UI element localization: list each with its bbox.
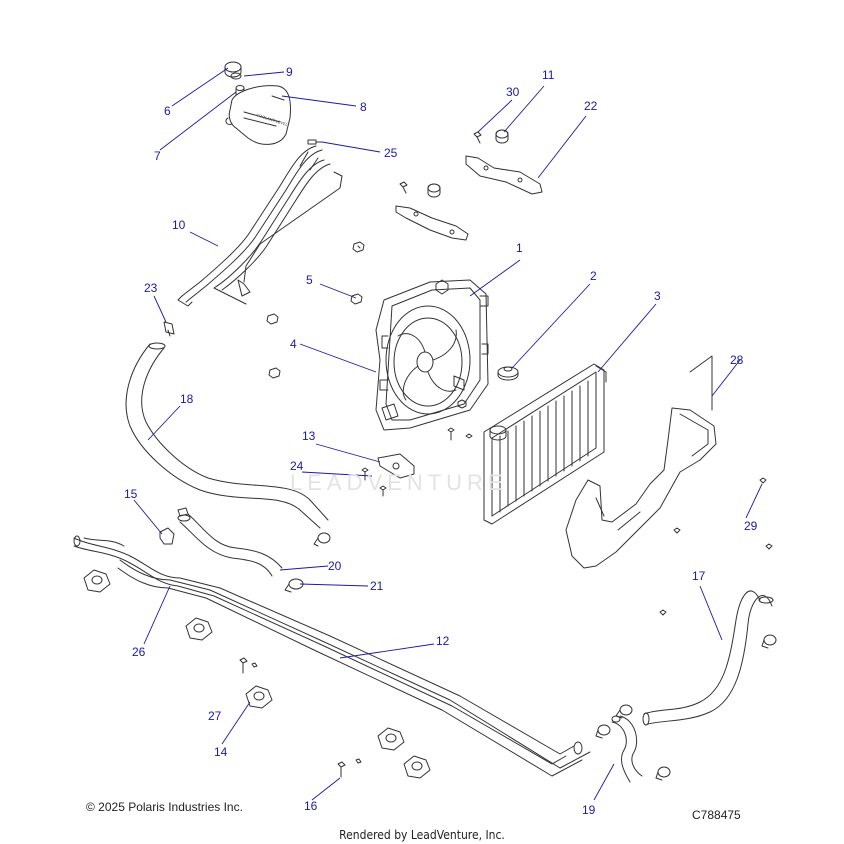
screw[interactable] (251, 662, 258, 668)
callout-4[interactable]: 4 (290, 337, 297, 351)
callout-13[interactable]: 13 (302, 429, 316, 443)
watermark: LEADVENTURE (290, 470, 508, 495)
screw[interactable] (399, 181, 408, 194)
callout-14[interactable]: 14 (214, 745, 228, 759)
coolant-pipe[interactable] (73, 535, 591, 777)
callout-30[interactable]: 30 (506, 85, 520, 99)
coolant-cap[interactable] (224, 61, 242, 78)
bolt[interactable] (379, 485, 387, 497)
callout-26[interactable]: 26 (132, 645, 146, 659)
coolant-reservoir[interactable]: COOLANT LEVEL (225, 85, 291, 145)
nut[interactable] (266, 313, 279, 325)
callout-27[interactable]: 27 (208, 709, 222, 723)
rendered-by: Rendered by LeadVenture, Inc. (339, 828, 505, 842)
push-pin[interactable] (659, 609, 667, 616)
o-ring[interactable] (230, 72, 242, 80)
bolt[interactable] (457, 399, 467, 409)
lower-bracket[interactable] (395, 205, 469, 241)
callout-28[interactable]: 28 (730, 353, 744, 367)
screw[interactable] (337, 761, 346, 778)
coolant-hose-right[interactable] (642, 590, 774, 726)
push-pin[interactable] (765, 543, 773, 550)
callout-7[interactable]: 7 (154, 149, 161, 163)
drawing-number: C788475 (692, 808, 741, 822)
hose-fitting[interactable] (307, 139, 323, 145)
callout-22[interactable]: 22 (584, 99, 598, 113)
nut[interactable] (350, 293, 363, 305)
mounting-bracket[interactable] (377, 453, 415, 479)
push-pin[interactable] (673, 527, 681, 534)
hose-clamp[interactable] (761, 634, 777, 649)
push-pin[interactable] (759, 477, 767, 484)
overflow-tube[interactable] (177, 145, 343, 307)
bolt[interactable] (447, 427, 455, 441)
rubber-grommet[interactable] (495, 129, 509, 144)
upper-bracket[interactable] (465, 155, 543, 195)
callout-19[interactable]: 19 (582, 803, 596, 817)
air-deflector[interactable] (565, 355, 717, 569)
hose-clamp[interactable] (615, 704, 633, 719)
grommet[interactable] (427, 183, 441, 198)
hose-clamp[interactable] (655, 766, 671, 781)
callout-20[interactable]: 20 (328, 559, 342, 573)
callout-15[interactable]: 15 (124, 487, 138, 501)
screw[interactable] (473, 131, 482, 144)
callout-29[interactable]: 29 (744, 519, 758, 533)
callout-10[interactable]: 10 (172, 218, 186, 232)
fan-shroud[interactable] (375, 279, 489, 431)
coolant-hose-short[interactable] (611, 715, 643, 783)
callout-9[interactable]: 9 (286, 65, 293, 79)
callout-12[interactable]: 12 (436, 634, 450, 648)
callout-21[interactable]: 21 (370, 579, 384, 593)
callout-25[interactable]: 25 (384, 146, 398, 160)
hose-fitting[interactable] (177, 507, 189, 517)
callout-5[interactable]: 5 (306, 273, 313, 287)
hose-clamp[interactable] (284, 578, 304, 593)
radiator[interactable] (483, 363, 607, 525)
callout-16[interactable]: 16 (304, 799, 318, 813)
nut[interactable] (352, 241, 365, 253)
callout-3[interactable]: 3 (654, 289, 661, 303)
callout-18[interactable]: 18 (180, 392, 194, 406)
pipe-clamp[interactable] (403, 755, 431, 779)
bleed-fitting[interactable] (163, 321, 175, 337)
radiator-hose-lower[interactable] (177, 513, 283, 577)
leader-lines (133, 67, 763, 801)
radiator-cap[interactable] (497, 366, 519, 381)
callout-23[interactable]: 23 (144, 281, 158, 295)
pipe-clamp[interactable] (245, 685, 273, 709)
bolt[interactable] (465, 433, 473, 439)
pipe-clamp[interactable] (83, 569, 111, 593)
pipe-clamp[interactable] (185, 617, 213, 641)
callout-6[interactable]: 6 (164, 104, 171, 118)
screw[interactable] (355, 758, 362, 764)
hose-clamp[interactable] (159, 527, 175, 545)
nut[interactable] (268, 367, 281, 379)
screw[interactable] (239, 657, 248, 674)
callout-1[interactable]: 1 (516, 241, 523, 255)
callout-8[interactable]: 8 (360, 100, 367, 114)
callout-24[interactable]: 24 (290, 459, 304, 473)
pipe-clamp[interactable] (377, 727, 405, 751)
callout-11[interactable]: 11 (542, 68, 555, 82)
callout-17[interactable]: 17 (692, 569, 706, 583)
callout-2[interactable]: 2 (590, 269, 597, 283)
copyright-notice: © 2025 Polaris Industries Inc. (86, 800, 243, 814)
radiator-hose-upper[interactable] (125, 342, 329, 529)
hose-clamp[interactable] (313, 532, 331, 547)
hose-clamp[interactable] (595, 724, 611, 739)
